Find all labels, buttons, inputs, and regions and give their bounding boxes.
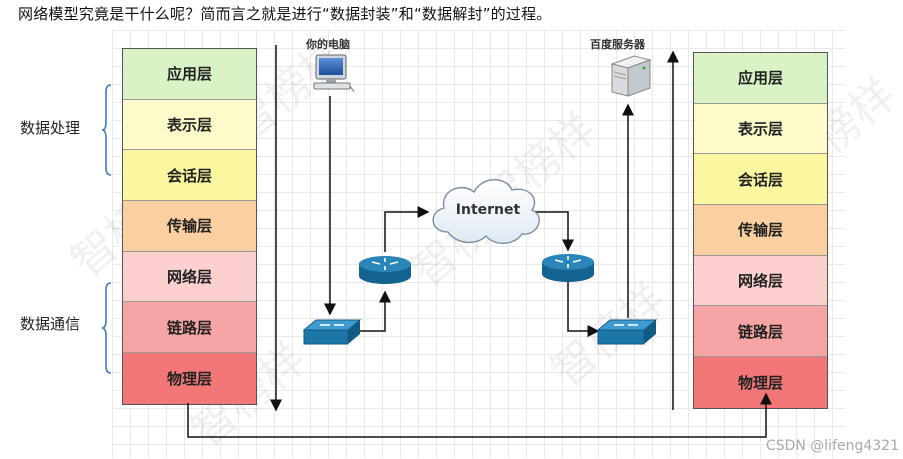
layer-session: 会话层 xyxy=(694,154,827,206)
group-label-processing: 数据处理 xyxy=(20,119,81,137)
internet-label: Internet xyxy=(455,202,521,218)
switch-icon xyxy=(596,319,658,345)
physical-link-line xyxy=(187,392,772,438)
layer-network: 网络层 xyxy=(694,255,827,307)
server-label: 百度服务器 xyxy=(590,38,645,51)
layer-transport: 传输层 xyxy=(694,205,827,256)
layer-presentation: 表示层 xyxy=(123,99,256,151)
router-to-switch-arrow xyxy=(567,282,600,337)
cloud-to-router-arrow xyxy=(532,211,574,252)
switch-icon xyxy=(302,319,362,345)
layer-transport: 传输层 xyxy=(123,201,256,252)
internet-cloud-icon xyxy=(432,179,540,244)
switch-to-router-arrow xyxy=(360,290,391,332)
group-label-communication: 数据通信 xyxy=(20,315,81,333)
pc-label: 你的电脑 xyxy=(306,38,350,51)
router-to-cloud-arrow xyxy=(384,206,430,252)
caption: 网络模型究竟是干什么呢？简而言之就是进行“数据封装”和“数据解封”的过程。 xyxy=(18,5,552,23)
server-icon xyxy=(610,55,652,97)
layer-session: 会话层 xyxy=(123,150,256,202)
left-osi-stack: 应用层 表示层 会话层 传输层 网络层 链路层 物理层 xyxy=(122,48,257,405)
brace-processing-icon xyxy=(102,84,112,176)
layer-presentation: 表示层 xyxy=(694,103,827,155)
layer-network: 网络层 xyxy=(123,251,256,303)
router-icon xyxy=(359,256,411,284)
brace-communication-icon xyxy=(102,282,112,374)
layer-datalink: 链路层 xyxy=(694,306,827,358)
layer-physical: 物理层 xyxy=(123,353,256,404)
router-icon xyxy=(542,254,594,282)
computer-icon xyxy=(313,54,355,93)
layer-application: 应用层 xyxy=(694,53,827,104)
layer-datalink: 链路层 xyxy=(123,302,256,354)
layer-application: 应用层 xyxy=(123,49,256,100)
credit-watermark: CSDN @lifeng4321 xyxy=(765,438,899,454)
